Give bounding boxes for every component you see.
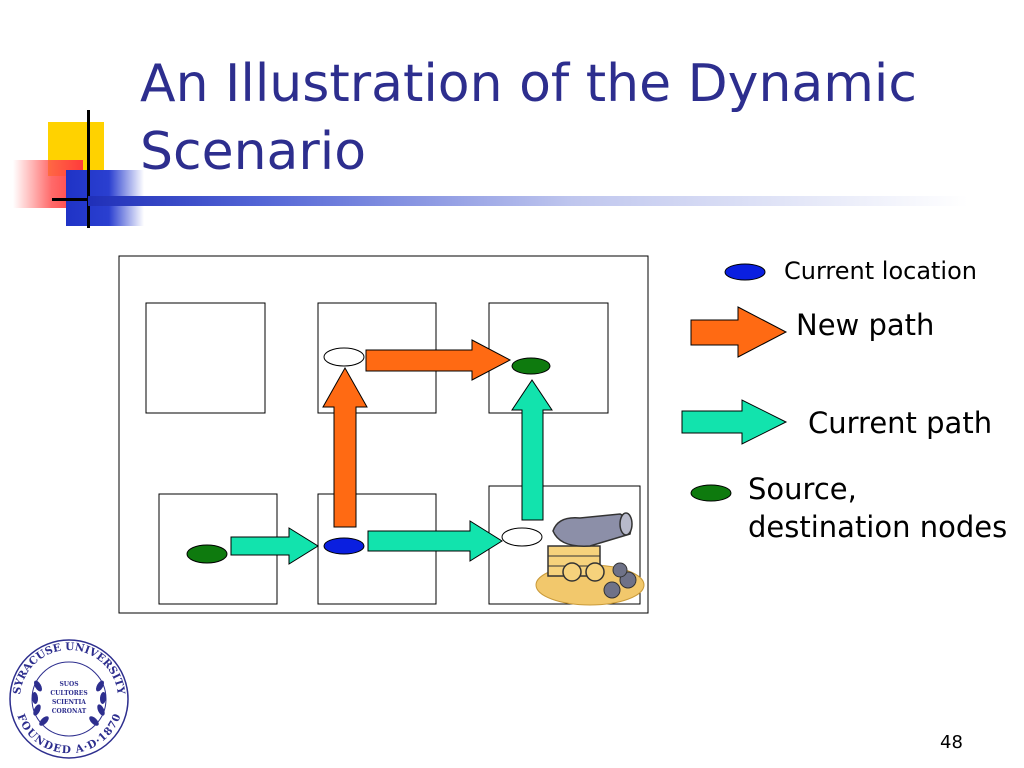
destination-node <box>511 357 551 375</box>
current-path-arrow-3 <box>511 379 553 521</box>
legend-new-path-symbol <box>690 306 788 358</box>
slide-title-line-1: An Illustration of the Dynamic <box>140 54 917 114</box>
legend-current-location-symbol <box>724 263 766 281</box>
seal-motto-2: CULTORES <box>50 690 87 697</box>
seal-motto-3: SCIENTIA <box>52 699 86 706</box>
title-underline-rule <box>88 196 968 206</box>
slide-title-line-2: Scenario <box>140 122 367 182</box>
legend-source-line-1: Source, <box>748 472 857 506</box>
waypoint-node-top-middle <box>323 347 365 367</box>
legend-source-destination-label: Source, destination nodes <box>748 470 1018 546</box>
slide-title: An Illustration of the Dynamic Scenario <box>140 50 1000 186</box>
current-path-arrow-1 <box>230 527 319 565</box>
current-path-arrow-2 <box>367 520 503 562</box>
seal-motto-1: SUOS <box>59 681 78 688</box>
cannon-icon <box>535 512 645 606</box>
cell-top-left <box>145 302 266 414</box>
legend-current-path-symbol <box>681 399 788 445</box>
source-node <box>186 544 228 564</box>
new-path-arrow-2 <box>365 339 512 381</box>
page-number: 48 <box>940 732 963 753</box>
legend-current-path-label: Current path <box>808 406 993 440</box>
legend-source-node-symbol <box>690 484 732 502</box>
seal-motto-4: CORONAT <box>52 708 87 715</box>
decor-vertical-line <box>87 110 90 228</box>
university-seal-icon: SYRACUSE UNIVERSITY FOUNDED A·D·1870 SUO… <box>9 639 129 759</box>
cell-top-right <box>488 302 609 414</box>
legend-current-location-label: Current location <box>784 257 977 285</box>
legend-source-line-2: destination nodes <box>748 510 1008 544</box>
new-path-arrow-1 <box>322 366 368 528</box>
waypoint-node-bottom-right <box>501 527 543 547</box>
current-location-node <box>323 537 365 555</box>
legend-new-path-label: New path <box>796 308 935 342</box>
